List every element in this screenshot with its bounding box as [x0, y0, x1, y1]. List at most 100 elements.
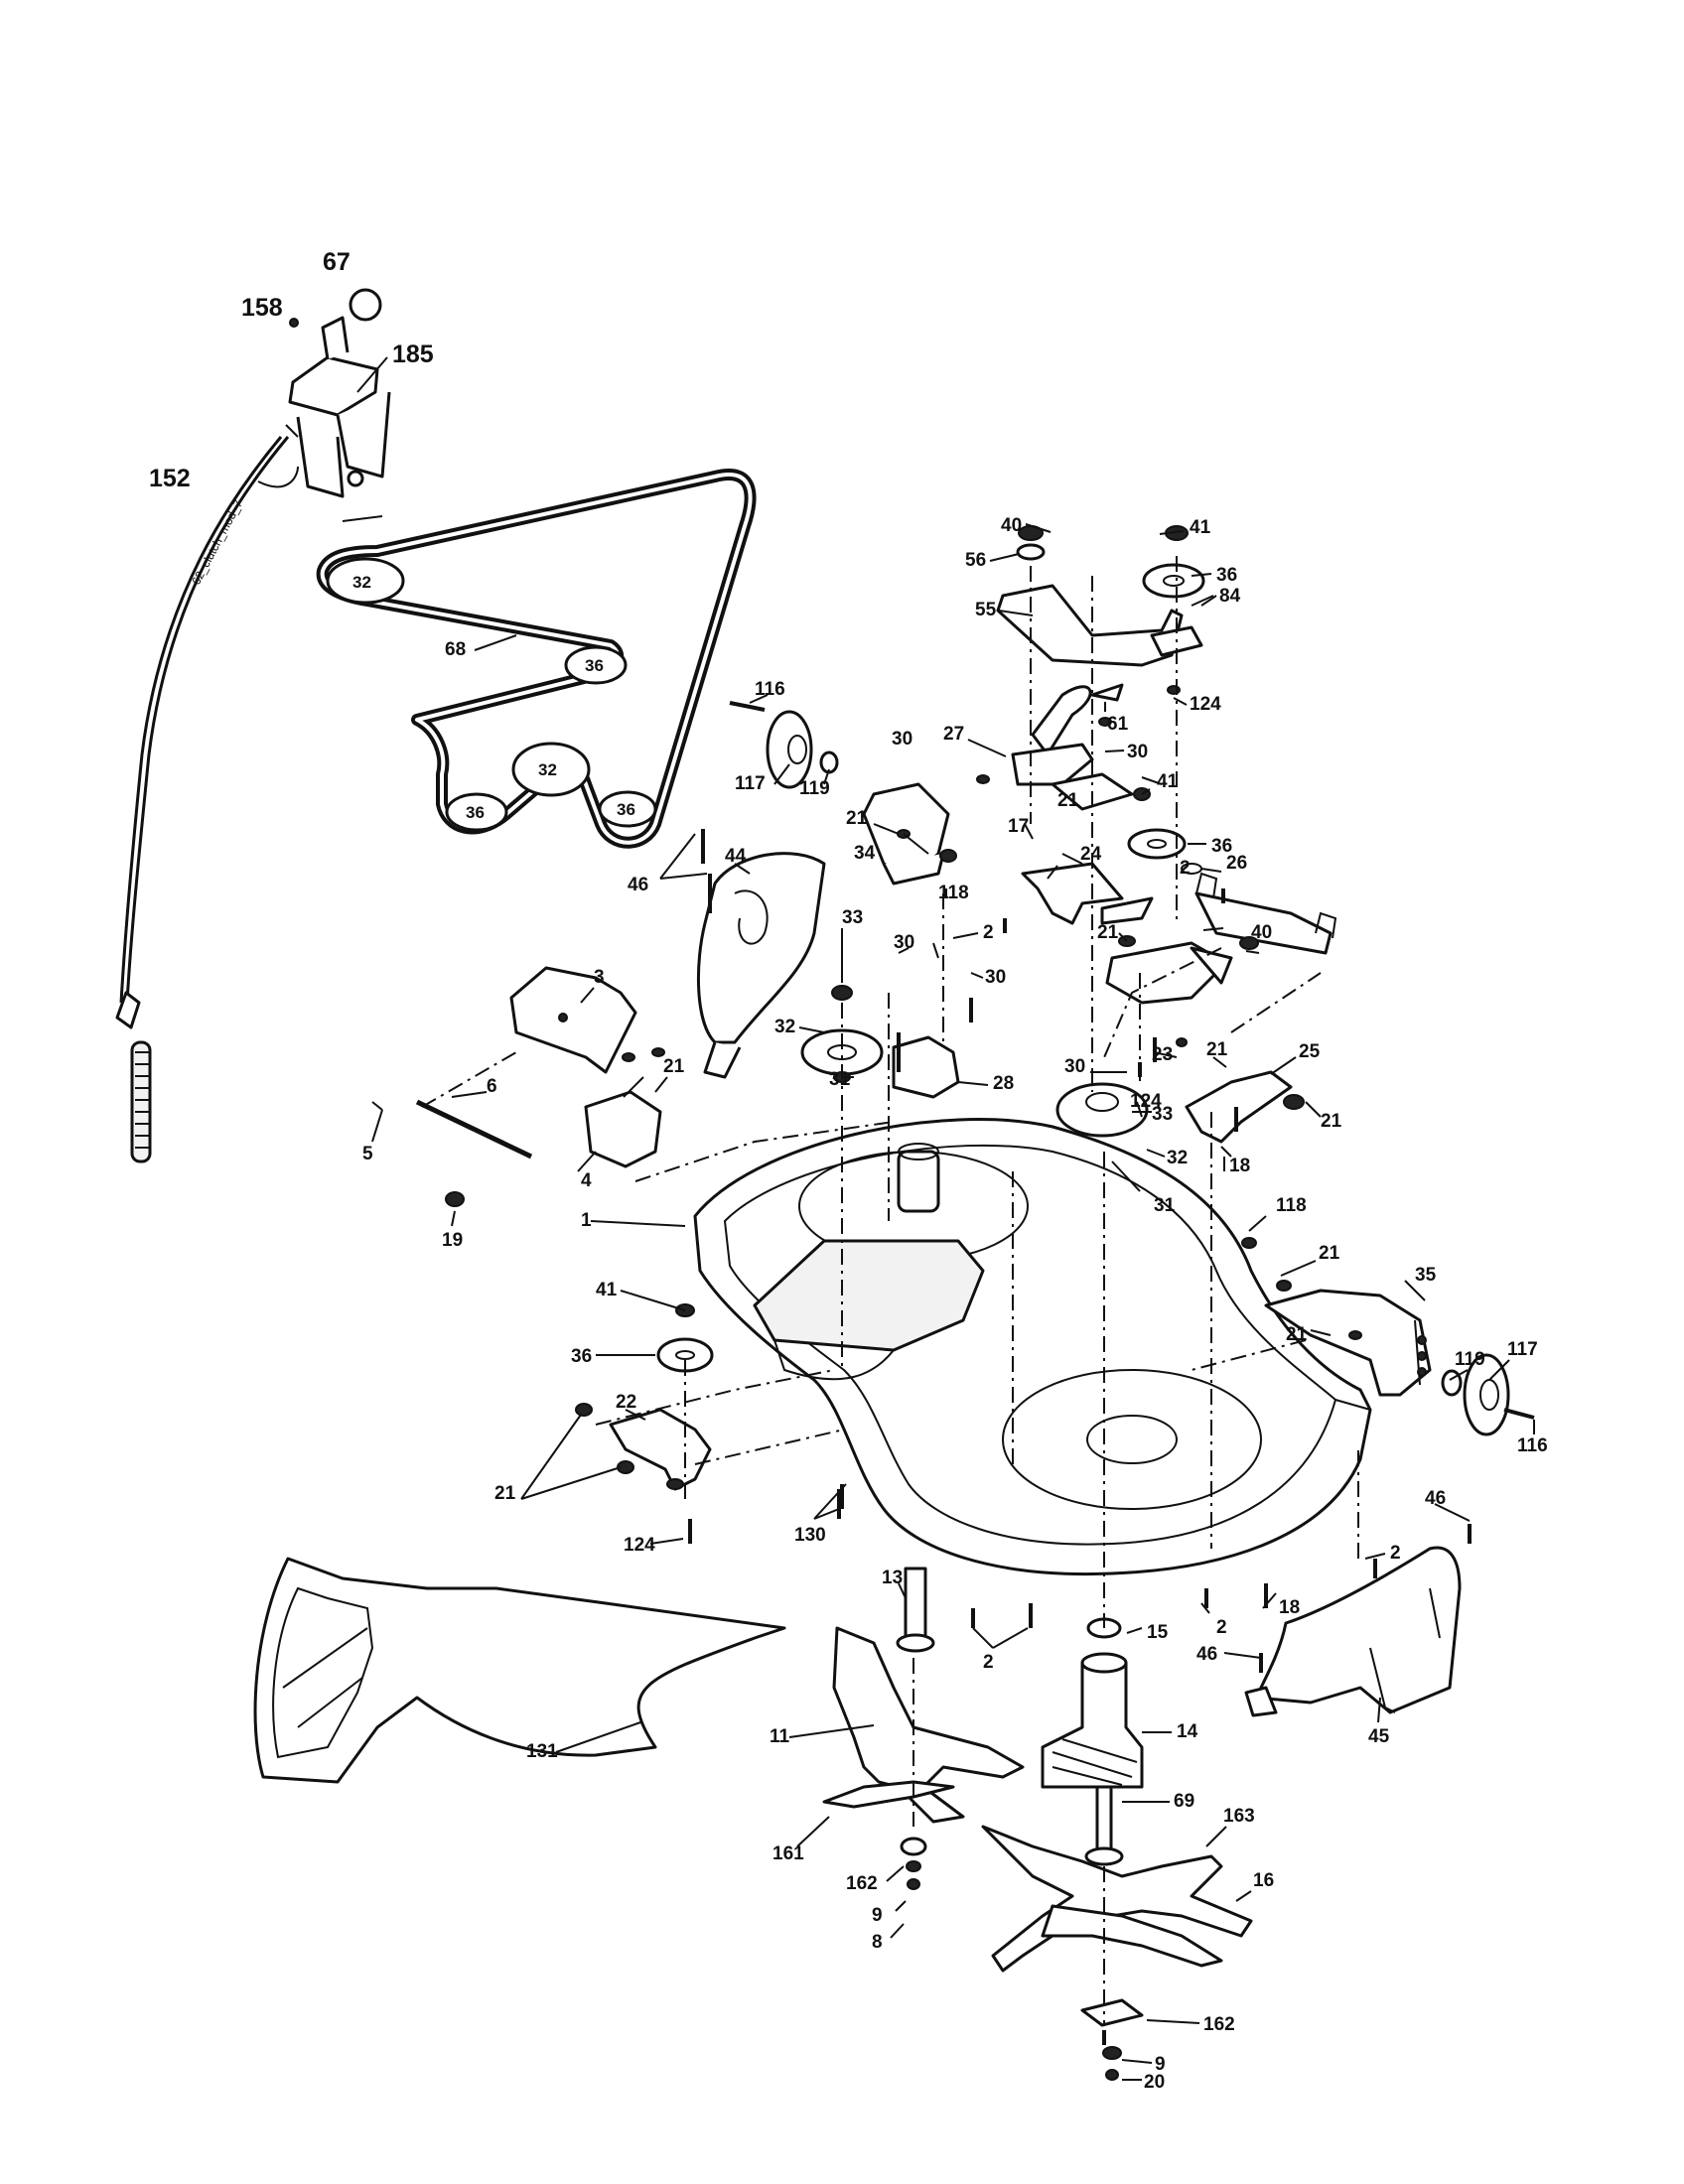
gauge-wheel-left	[729, 701, 957, 886]
callout-label: 119	[1455, 1349, 1485, 1370]
callout-label: 124	[1130, 1091, 1162, 1112]
mower-belt	[316, 469, 757, 849]
callout-label: 30	[892, 729, 912, 750]
callout-label: 55	[975, 600, 997, 620]
leader-lines	[257, 356, 1535, 2081]
callout-label: 34	[854, 843, 876, 864]
gauge-wheel-right	[1241, 1237, 1535, 1436]
blade-16	[1041, 1904, 1223, 1968]
callout-label: 40	[1001, 515, 1022, 536]
callout-label: 30	[1064, 1056, 1085, 1077]
callout-label: 117	[735, 773, 766, 794]
discharge-chute	[253, 1557, 786, 1784]
callout-label: 1	[581, 1210, 592, 1231]
callout-label: 2	[1216, 1617, 1227, 1638]
callout-label: 3	[594, 967, 605, 988]
mower-deck	[693, 1118, 1372, 1576]
callout-label: 33	[842, 907, 863, 928]
pulley-36-right	[564, 645, 628, 685]
callout-label: 2	[1390, 1543, 1401, 1564]
callout-label: 5	[362, 1144, 373, 1164]
callout-label: 9	[872, 1905, 883, 1926]
clutch-lever-assembly	[285, 288, 391, 498]
callout-label: 162	[846, 1873, 878, 1894]
left-idler	[575, 1303, 714, 1491]
callout-label: 2	[1180, 858, 1191, 879]
idler-pulley-36-top	[1142, 563, 1205, 599]
callout-label: 41	[596, 1280, 618, 1300]
left-brackets	[371, 966, 665, 1207]
bracket-28	[892, 1035, 960, 1099]
callout-label: 26	[1226, 853, 1247, 874]
callout-label: 6	[487, 1076, 497, 1097]
callout-label: 162	[1203, 2014, 1235, 2035]
callout-label: 15	[1147, 1622, 1169, 1643]
callout-label: 41	[1157, 771, 1179, 792]
callout-label: 84	[1219, 586, 1241, 607]
pulley-label: 36	[585, 656, 604, 675]
callout-label: 69	[1174, 1791, 1194, 1812]
callout-label: 36	[571, 1346, 592, 1367]
callout-label: 33	[1152, 1104, 1173, 1125]
callout-label: 46	[1196, 1644, 1217, 1665]
callout-label: 16	[1253, 1870, 1274, 1891]
center-brackets	[1021, 862, 1337, 1047]
callout-label: 56	[965, 550, 986, 571]
pulley-label: 36	[466, 803, 485, 822]
callout-label: 30	[985, 967, 1006, 988]
callout-label: 30	[1127, 742, 1148, 762]
pulley-32-center	[511, 742, 591, 797]
bracket-25	[1185, 1070, 1305, 1171]
callout-label: 163	[1223, 1806, 1255, 1827]
assembly-lines	[421, 556, 1359, 2025]
callout-label: 32	[1167, 1148, 1188, 1168]
idler-bracket-assembly	[976, 525, 1217, 860]
callout-label: 46	[1425, 1488, 1446, 1509]
blade-163	[981, 1825, 1253, 1973]
callout-label: 117	[1507, 1339, 1538, 1360]
center-pulley	[800, 942, 973, 1099]
callout-label: 21	[1057, 790, 1079, 811]
callout-label: 124	[1190, 694, 1221, 715]
pulley-label: 32	[538, 760, 557, 779]
callout-label: 22	[616, 1392, 636, 1413]
clutch-cable: 62_clutch_mod_7	[115, 436, 290, 1163]
callout-label: 19	[442, 1230, 463, 1251]
callout-label: 116	[755, 679, 785, 700]
callout-label: 68	[445, 639, 466, 660]
belt-guard-44	[696, 852, 826, 1079]
callout-label: 45	[1368, 1726, 1390, 1747]
callout-label: 116	[1517, 1435, 1548, 1456]
pulley-label: 36	[617, 800, 635, 819]
callout-label: 23	[1152, 1044, 1173, 1065]
callout-label: 21	[663, 1056, 685, 1077]
callout-label: 21	[1286, 1324, 1308, 1345]
callout-label: 4	[581, 1170, 592, 1191]
callout-label: 8	[872, 1932, 883, 1953]
callout-label: 28	[993, 1073, 1014, 1094]
baffle-45	[1244, 1546, 1462, 1717]
blade-161	[822, 1780, 955, 1809]
callout-label: 32	[774, 1017, 795, 1037]
bracket-22	[609, 1408, 712, 1491]
callout-label: 27	[943, 724, 964, 745]
callout-label: 41	[1190, 517, 1211, 538]
pulley-36-left	[445, 792, 508, 832]
callout-label: 2	[983, 922, 994, 943]
callout-label: 118	[1276, 1195, 1307, 1216]
bracket-4	[584, 1090, 662, 1168]
idler-pulley-36-mid	[1127, 828, 1187, 860]
callout-label: 131	[526, 1741, 558, 1762]
bracket-35	[1264, 1289, 1432, 1397]
callout-label: 158	[241, 294, 283, 322]
bracket-26	[1194, 891, 1333, 955]
callout-label: 44	[725, 846, 747, 867]
blades	[822, 1626, 1253, 2081]
callout-label: 20	[1144, 2072, 1165, 2093]
callout-label: 67	[323, 248, 351, 276]
callout-label: 61	[1107, 714, 1129, 735]
callout-label: 30	[894, 932, 914, 953]
callout-label: 21	[846, 808, 868, 829]
pulley-labels: 32 36 32 36 36	[352, 573, 635, 822]
